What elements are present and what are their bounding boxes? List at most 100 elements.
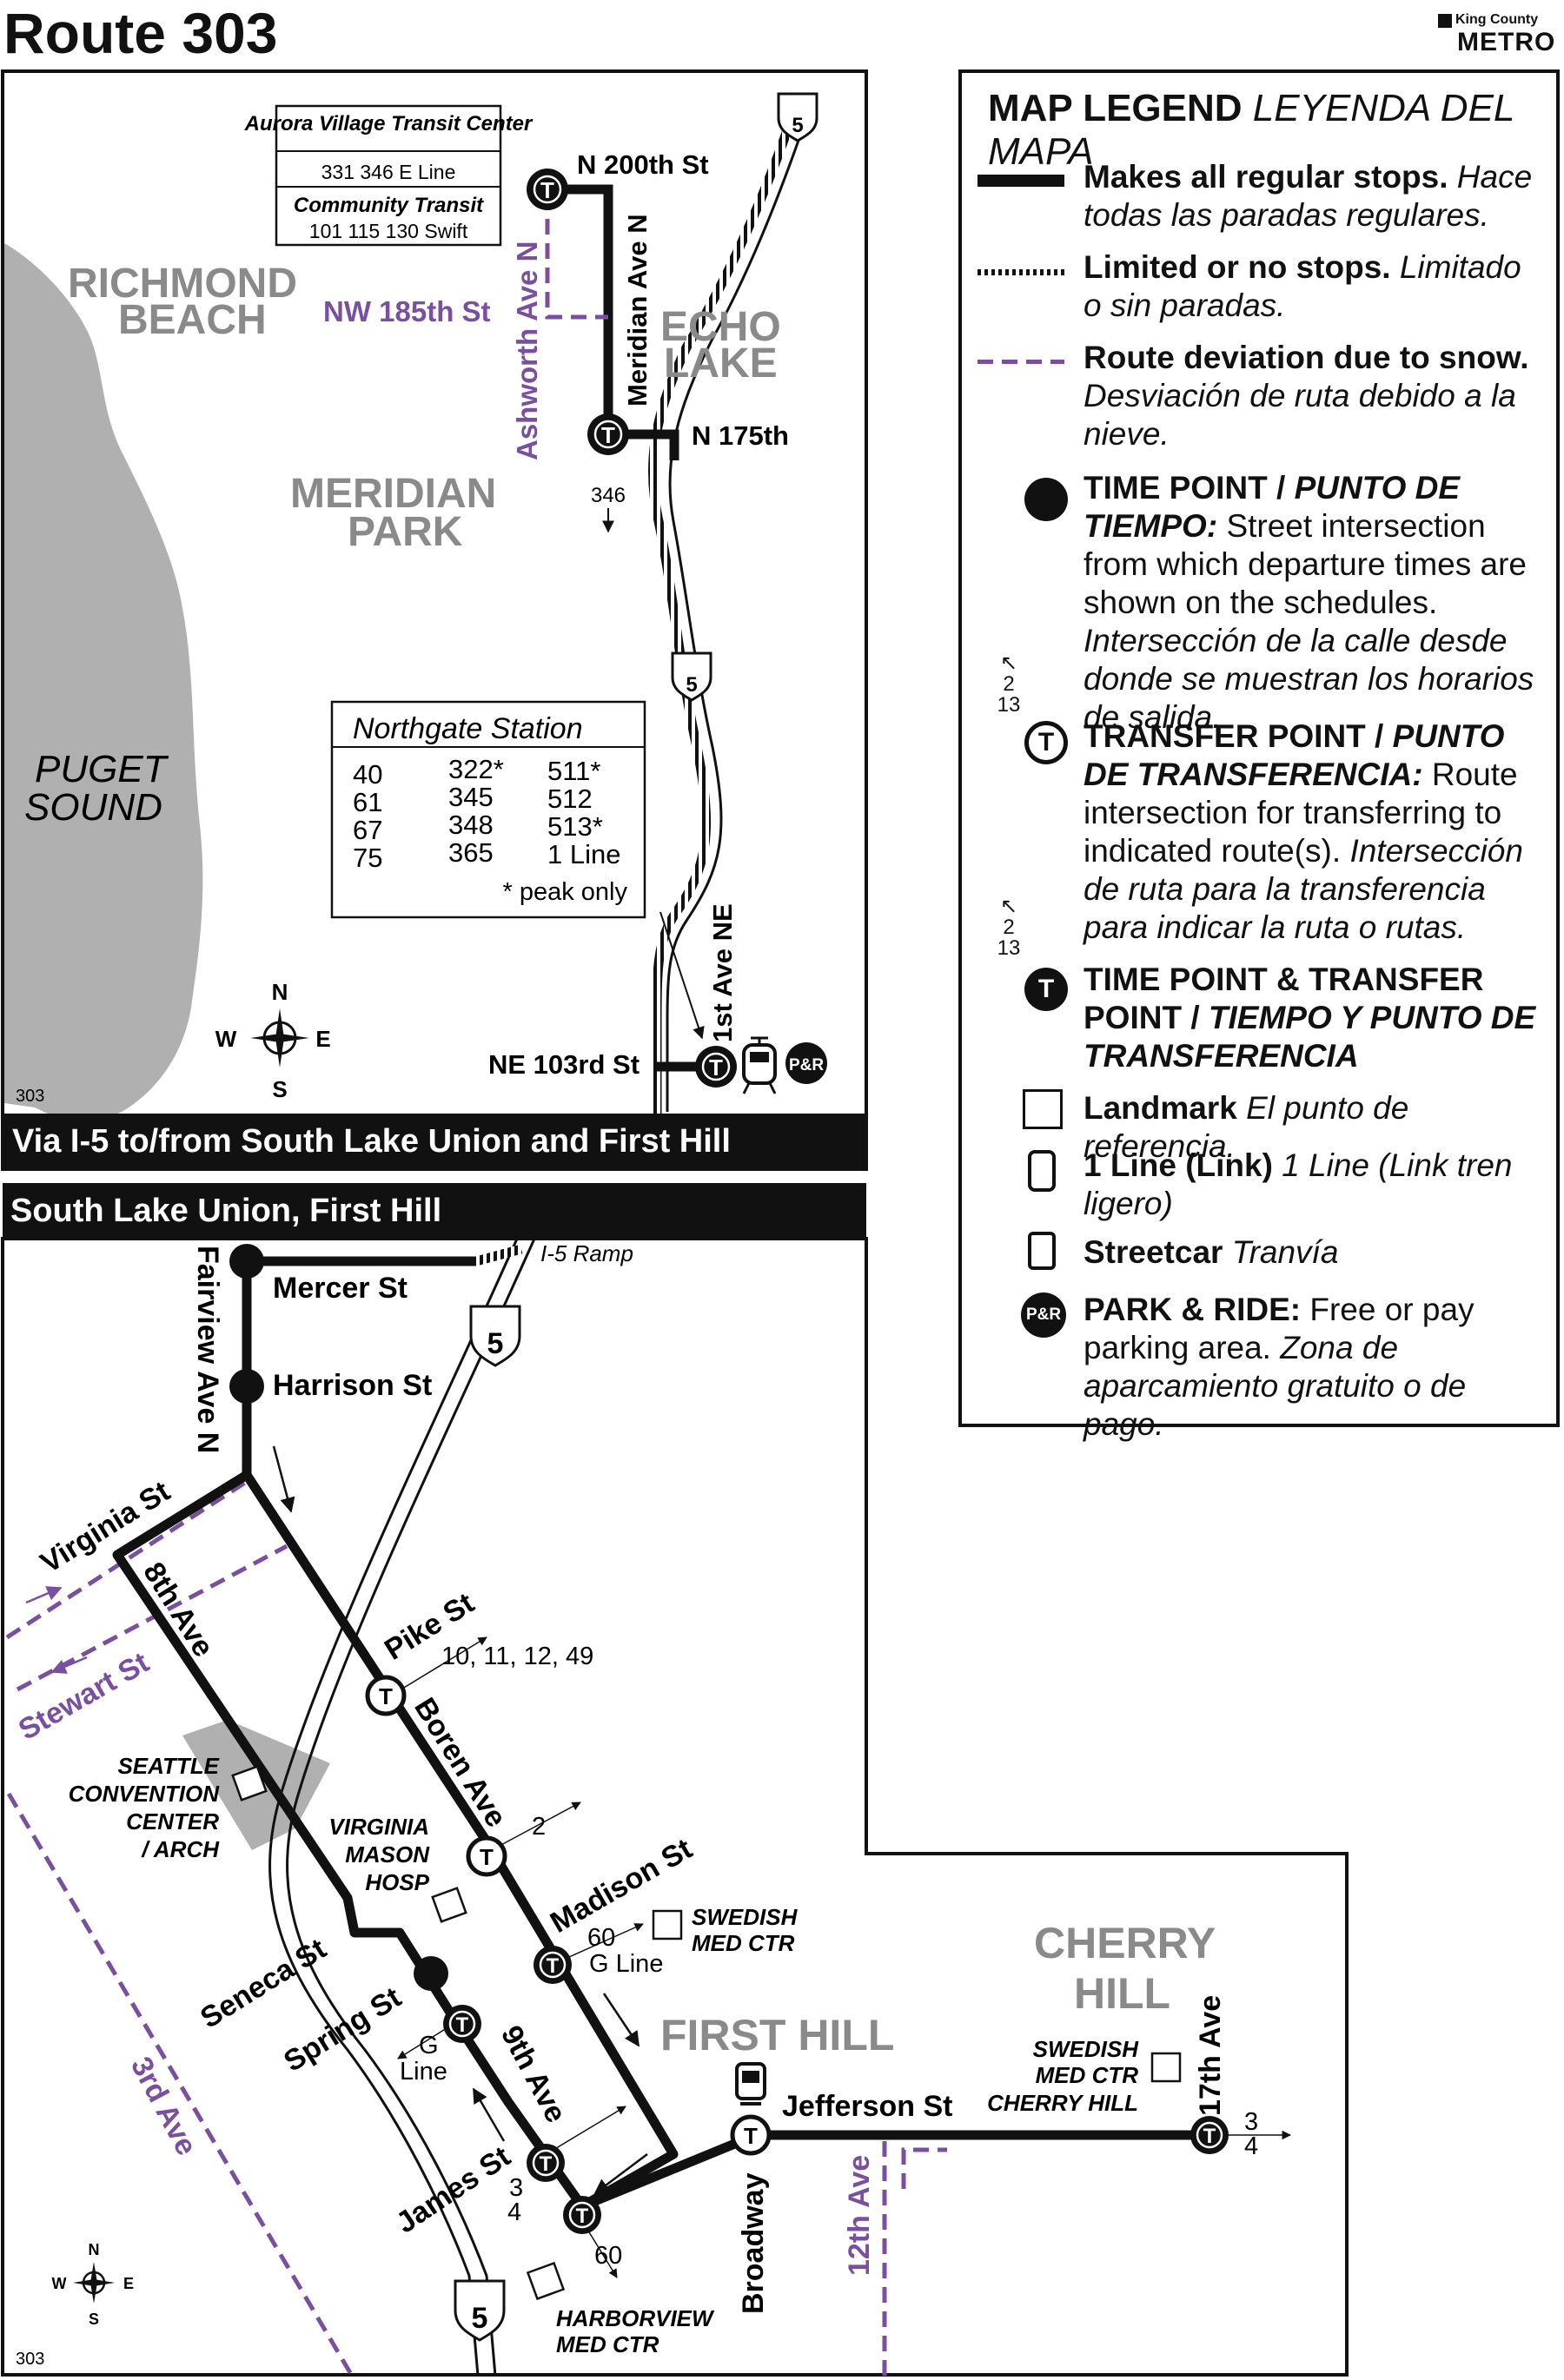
- north-map: T T T P&R 5 5 Aurora Village Transit Cen…: [1, 69, 868, 1171]
- compass-s: S: [89, 2311, 99, 2328]
- i5-shield-label: 5: [472, 2302, 488, 2335]
- deviation-3rd-ave[interactable]: [6, 1792, 355, 2377]
- direction-arrow: [472, 2087, 506, 2142]
- place-lake: LAKE: [664, 340, 778, 387]
- arrow-icon: ↖: [999, 895, 1018, 918]
- tp-spring[interactable]: T: [443, 2005, 481, 2043]
- place-park: PARK: [348, 509, 463, 555]
- landmark-label-swedish: SWEDISH: [692, 1904, 799, 1930]
- deviation-12th-turn[interactable]: [901, 2147, 947, 2189]
- legend-item-transfer-point: TRANSFER POINT / PUNTO DE TRANSFERENCIA:…: [1084, 717, 1544, 947]
- transfer-routes-james-4: 4: [507, 2198, 521, 2226]
- compass-s: S: [272, 1076, 287, 1102]
- transfer-broadway[interactable]: T: [730, 2114, 772, 2156]
- northgate-leader: [659, 911, 705, 1040]
- map-legend: MAP LEGEND LEYENDA DEL MAPA Makes all re…: [958, 69, 1560, 1442]
- legend-bold: Streetcar: [1084, 1234, 1223, 1270]
- route-number: 61: [353, 787, 382, 817]
- route-303-boren-line[interactable]: [242, 1471, 679, 2211]
- legend-item-regular: Makes all regular stops. Hace todas las …: [1084, 158, 1544, 235]
- puget-sound-water: [4, 243, 203, 1122]
- timepoint-n175[interactable]: T: [587, 413, 629, 455]
- i5-highway-south-2: [268, 1228, 523, 2377]
- place-meridian: MERIDIAN: [290, 471, 496, 517]
- legend-bold-italic: PUNTO DE TRANSFERENCIA:: [1084, 718, 1505, 792]
- i5-shield-north-top: 5: [777, 92, 818, 142]
- street-boren: Boren Ave: [408, 1692, 513, 1833]
- i5-shield-label: 5: [792, 114, 803, 137]
- i5-highway-south: [286, 1228, 540, 2377]
- legend-italic: 1 Line (Link tren ligero): [1084, 1147, 1513, 1221]
- transfer-routes-spring-g: G: [419, 2032, 439, 2059]
- street-3rd: 3rd Ave: [124, 2052, 203, 2161]
- street-nw185: NW 185th St: [323, 295, 491, 327]
- street-meridian-ave: Meridian Ave N: [622, 214, 653, 407]
- tp-james[interactable]: T: [527, 2144, 565, 2182]
- street-seneca: Seneca St: [195, 1932, 332, 2034]
- compass-north: N S E W: [215, 979, 331, 1102]
- tp-harborview[interactable]: T: [563, 2196, 601, 2234]
- street-ashworth: Ashworth Ave N: [511, 241, 543, 460]
- i5-ramp-line[interactable]: [474, 1244, 523, 1266]
- aurora-village-box: Aurora Village Transit Center 331 346 E …: [244, 104, 533, 247]
- transfer-routes-17th-4: 4: [1244, 2132, 1258, 2160]
- north-banner-bg: [3, 1114, 866, 1169]
- svg-text:T: T: [709, 1054, 723, 1081]
- i5-highway-north: [666, 99, 814, 1112]
- landmark-label-vmason: HOSP: [365, 1869, 429, 1895]
- place-richmond: RICHMOND: [68, 261, 297, 307]
- legend-text: Free or pay parking area.: [1084, 1292, 1475, 1365]
- legend-italic: Zona de aparcamiento gratuito o de pago.: [1084, 1330, 1467, 1442]
- compass-w: W: [52, 2275, 67, 2292]
- route-number: 511*: [547, 756, 601, 786]
- timepoint-mercer[interactable]: [229, 1244, 264, 1279]
- i5-express-line[interactable]: [647, 98, 803, 1114]
- tp-madison[interactable]: T: [533, 1946, 572, 1984]
- transfer-boren[interactable]: T: [466, 1835, 507, 1877]
- legend-item-time-point: TIME POINT / PUNTO DE TIEMPO: Street int…: [1084, 469, 1544, 737]
- street-spring: Spring St: [278, 1980, 407, 2078]
- street-12th: 12th Ave: [843, 2155, 876, 2276]
- legend-italic: El punto de referencia.: [1084, 1090, 1409, 1164]
- place-sound: SOUND: [24, 786, 162, 829]
- legend-text: Street intersection from which departure…: [1084, 508, 1527, 620]
- neighborhood-first-hill: FIRST HILL: [660, 2011, 894, 2059]
- direction-arrow: [593, 2153, 648, 2195]
- legend-italic: Limitado o sin paradas.: [1084, 249, 1521, 323]
- landmark-label-convention: CONVENTION: [69, 1781, 221, 1807]
- aurora-routes: 331 346 E Line: [321, 161, 456, 183]
- direction-arrow: [602, 1993, 640, 2047]
- legend-bold: 1 Line (Link): [1084, 1147, 1273, 1183]
- tp-t: T: [547, 1954, 560, 1978]
- street-n175: N 175th: [692, 420, 789, 451]
- timepoint-ne103[interactable]: T: [695, 1046, 737, 1088]
- legend-bold: TIME POINT /: [1084, 470, 1295, 506]
- tp-17th[interactable]: T: [1190, 2116, 1229, 2154]
- south-map-frame: [1, 1237, 1349, 2377]
- i5-shield-label: 5: [487, 1327, 504, 1360]
- legend-route-a: 2: [1003, 672, 1015, 696]
- legend-item-park-ride: PARK & RIDE: Free or pay parking area. Z…: [1084, 1291, 1544, 1444]
- legend-route-b: 13: [997, 936, 1021, 960]
- route-number: 322*: [448, 754, 504, 784]
- legend-park-ride-icon: P&R: [1021, 1292, 1066, 1338]
- timepoint-seneca[interactable]: [414, 1956, 448, 1991]
- legend-italic: Tranvía: [1231, 1234, 1339, 1270]
- legend-title-en: MAP LEGEND: [988, 87, 1243, 129]
- landmark-swedish-cherry: [1150, 2052, 1182, 2083]
- transfer-pike[interactable]: T: [365, 1675, 407, 1716]
- transfer-routes-madison-g: G Line: [589, 1950, 663, 1978]
- northgate-station-box: Northgate Station 40 61 67 75 322* 345 3…: [330, 700, 646, 919]
- legend-item-limited: Limited or no stops. Limitado o sin para…: [1084, 248, 1544, 325]
- street-1st-ave-ne: 1st Ave NE: [707, 903, 738, 1042]
- timepoint-n200[interactable]: T: [527, 169, 568, 210]
- compass-e: E: [123, 2275, 134, 2292]
- peak-only-note: * peak only: [503, 878, 628, 906]
- landmark-label-vmason: MASON: [345, 1841, 430, 1868]
- landmark-convention: [231, 1765, 268, 1802]
- park-and-ride-icon-north: P&R: [785, 1042, 827, 1084]
- legend-transfer-point-icon: T: [1024, 721, 1068, 764]
- snow-deviation-north[interactable]: [545, 219, 608, 320]
- timepoint-harrison[interactable]: [229, 1369, 264, 1404]
